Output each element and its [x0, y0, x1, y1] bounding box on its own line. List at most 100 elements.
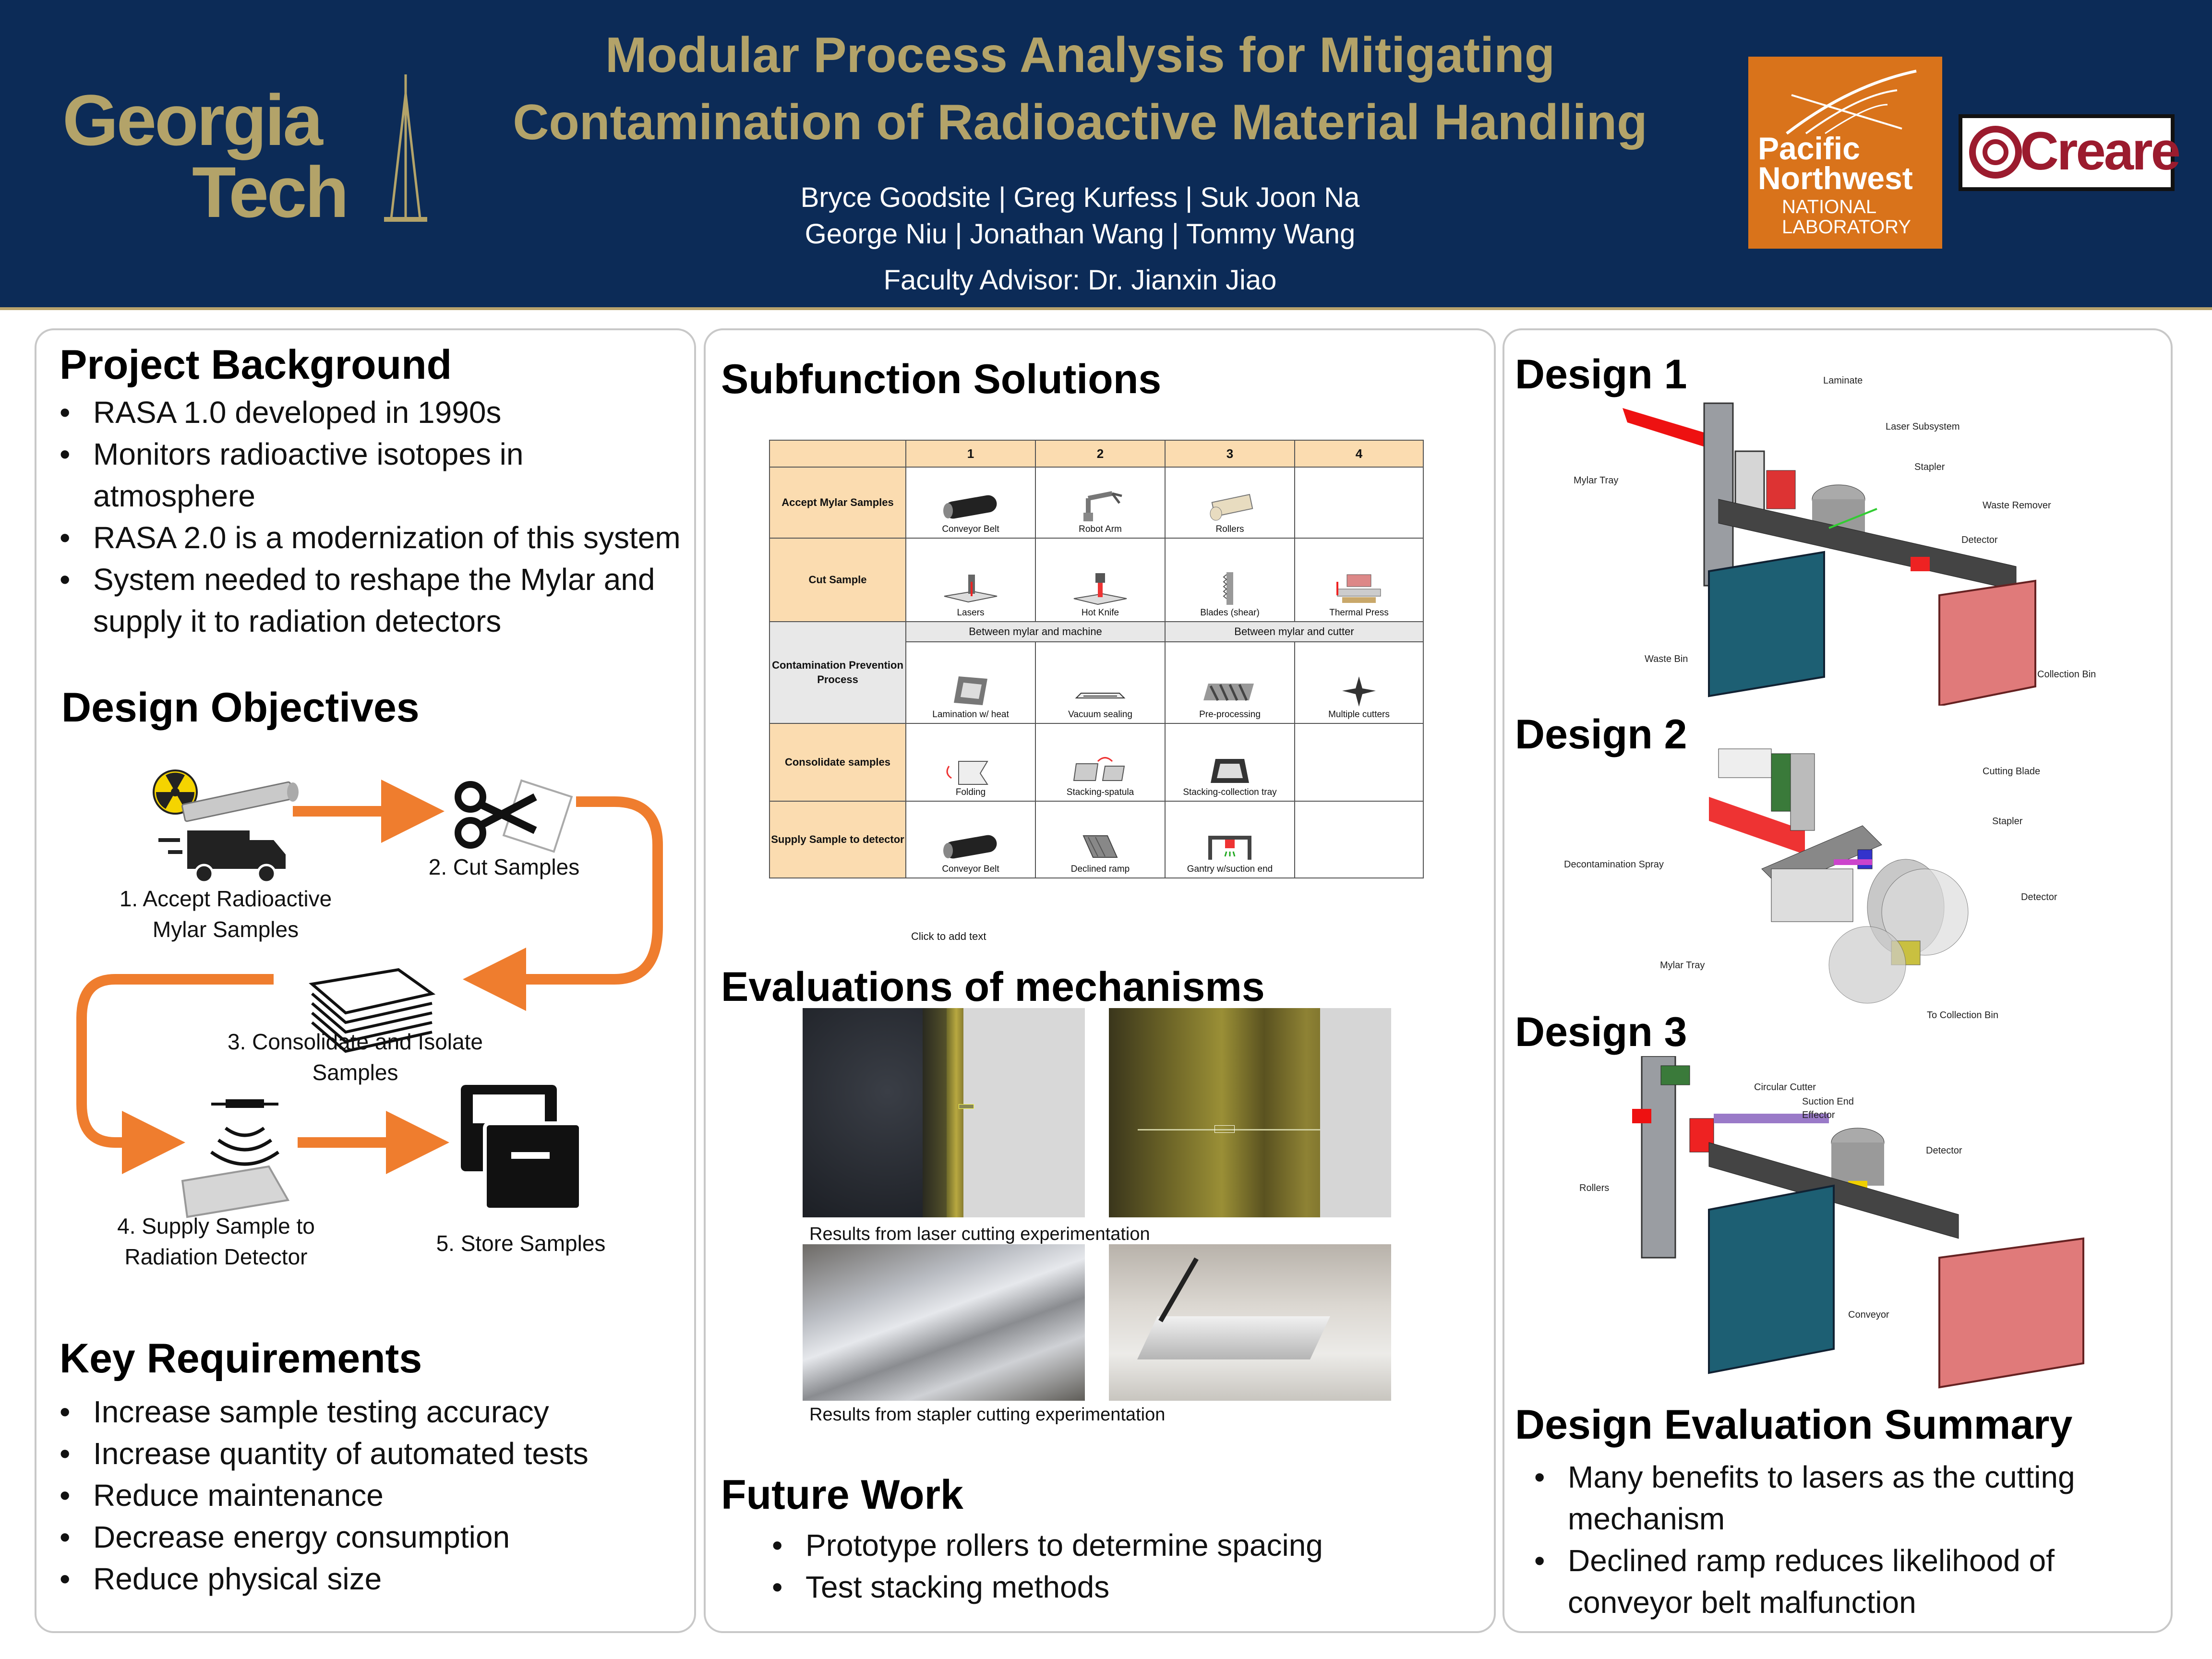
project-background-list: RASA 1.0 developed in 1990s Monitors rad…: [60, 392, 693, 642]
cell-label: Folding: [955, 787, 986, 797]
callout-detector: Detector: [2021, 892, 2057, 902]
folder-storage-icon: [461, 1085, 583, 1212]
table-cell: Thermal Press: [1294, 538, 1424, 622]
table-cell: Multiple cutters: [1294, 641, 1424, 724]
table-cell: Gantry w/suction end: [1165, 801, 1295, 878]
list-item: Reduce maintenance: [60, 1475, 684, 1516]
table-cell: Lasers: [905, 538, 1036, 622]
design-3-cad-render: [1632, 1056, 2084, 1389]
list-item: Monitors radioactive isotopes in atmosph…: [60, 433, 693, 517]
faculty-advisor: Faculty Advisor: Dr. Jianxin Jiao: [883, 264, 1277, 296]
callout-mylar-tray: Mylar Tray: [1660, 960, 1705, 971]
laser-cut-micrograph-1: [803, 1008, 1085, 1217]
table-cell: Vacuum sealing: [1035, 641, 1166, 724]
table-header-row: 1 2 3 4: [769, 440, 1424, 468]
callout-suction-end: Suction End: [1802, 1096, 1854, 1107]
design-objectives-title: Design Objectives: [61, 685, 420, 731]
step-4-label: 4. Supply Sample to Radiation Detector: [117, 1214, 315, 1269]
laser-cut-micrograph-2: [1109, 1008, 1391, 1217]
cell-label: Declined ramp: [1070, 864, 1130, 874]
tech-tower-icon: [384, 74, 427, 222]
table-header-cell: 2: [1035, 440, 1166, 468]
list-item: Reduce physical size: [60, 1558, 684, 1600]
row-label: Supply Sample to detector: [769, 801, 906, 878]
table-cell: [1294, 723, 1424, 802]
table-row: Consolidate samples Folding Stacking-spa…: [769, 723, 1424, 802]
evaluations-title: Evaluations of mechanisms: [721, 964, 1265, 1010]
step-2-label: 2. Cut Samples: [428, 854, 580, 879]
table-cell: Lamination w/ heat: [905, 641, 1036, 724]
mylar-roll-icon: [181, 781, 299, 822]
cell-label: Hot Knife: [1081, 608, 1119, 618]
pnnl-logo-word1: Pacific: [1758, 131, 1860, 166]
radiation-detector-icon: [181, 1099, 290, 1218]
table-row: Supply Sample to detector Conveyor Belt …: [769, 801, 1424, 878]
key-requirements-list: Increase sample testing accuracy Increas…: [60, 1391, 684, 1600]
design-objectives-flow: [76, 769, 663, 1218]
pnnl-logo-word3: NATIONAL: [1782, 196, 1877, 217]
row-label: Cut Sample: [769, 538, 906, 622]
design-evaluation-summary-title: Design Evaluation Summary: [1515, 1402, 2073, 1448]
pre-processing-icon: [1203, 684, 1254, 701]
multiple-cutters-icon: [1342, 676, 1376, 707]
table-cell: Declined ramp: [1035, 801, 1166, 878]
callout-effector: Effector: [1802, 1110, 1835, 1120]
future-work-title: Future Work: [721, 1472, 963, 1518]
authors-line1: Bryce Goodsite | Greg Kurfess | Suk Joon…: [800, 182, 1360, 213]
cell-label: Lasers: [957, 608, 985, 618]
list-item: Decrease energy consumption: [60, 1516, 684, 1558]
table-cell: Pre-processing: [1165, 641, 1295, 724]
table-cell: Rollers: [1165, 467, 1295, 539]
cell-label: [1295, 535, 1423, 538]
hot-knife-icon: [1073, 573, 1127, 605]
pnnl-logo-word4: LABORATORY: [1782, 216, 1911, 238]
design-1-title: Design 1: [1515, 351, 1687, 397]
click-to-add-placeholder[interactable]: Click to add text: [911, 930, 986, 942]
collection-tray-icon: [1211, 759, 1249, 783]
cell-label: Conveyor Belt: [942, 864, 999, 874]
callout-cutting-blade: Cutting Blade: [1983, 766, 2041, 777]
cell-label: Rollers: [1215, 524, 1244, 534]
cell-label: Gantry w/suction end: [1187, 864, 1273, 874]
rollers-icon: [1210, 493, 1253, 521]
table-subheader-cell: Between mylar and cutter: [1165, 621, 1424, 642]
list-item: Increase sample testing accuracy: [60, 1391, 684, 1433]
cell-label: [1295, 875, 1423, 878]
shear-blade-icon: [1223, 572, 1233, 605]
callout-collection-bin: Collection Bin: [2037, 669, 2096, 680]
stapler-cut-photo-2: [1109, 1244, 1391, 1401]
cell-label: Vacuum sealing: [1068, 709, 1132, 720]
table-header-cell: 3: [1165, 440, 1295, 468]
scissors-icon: [455, 779, 573, 853]
poster-title-line2: Contamination of Radioactive Material Ha…: [513, 95, 1647, 150]
callout-rollers: Rollers: [1579, 1183, 1610, 1193]
callout-detector: Detector: [1961, 535, 1998, 545]
laser-caption: Results from laser cutting experimentati…: [809, 1224, 1150, 1244]
list-item: Declined ramp reduces likelihood of conv…: [1534, 1540, 2158, 1623]
cell-label: Thermal Press: [1329, 608, 1389, 618]
table-row: Cut Sample Lasers Hot Knife Blades (shea…: [769, 538, 1424, 622]
row-label: Contamination Prevention Process: [769, 621, 906, 724]
step-5-label: 5. Store Samples: [436, 1231, 606, 1256]
table-cell: Conveyor Belt: [905, 467, 1036, 539]
table-cell: Robot Arm: [1035, 467, 1166, 539]
callout-stapler: Stapler: [1992, 816, 2023, 827]
cell-label: Multiple cutters: [1328, 709, 1390, 720]
paper-stack-icon: [309, 968, 436, 1053]
authors-line2: George Niu | Jonathan Wang | Tommy Wang: [805, 218, 1356, 250]
creare-swirl-icon: [1969, 126, 2022, 179]
subfunction-solutions-table: 1 2 3 4 Accept Mylar Samples Conveyor Be…: [769, 440, 1424, 878]
cell-label: Robot Arm: [1079, 524, 1122, 534]
waste-bin: [1708, 551, 1825, 697]
list-item: Many benefits to lasers as the cutting m…: [1534, 1456, 2158, 1540]
list-item: System needed to reshape the Mylar and s…: [60, 559, 693, 642]
step-1-label: 1. Accept Radioactive Mylar Samples: [119, 886, 332, 942]
design-2-title: Design 2: [1515, 711, 1687, 757]
table-header-cell: 1: [905, 440, 1036, 468]
pnnl-logo: Pacific Northwest NATIONAL LABORATORY: [1748, 57, 1942, 249]
cell-label: Conveyor Belt: [942, 524, 999, 534]
project-background-title: Project Background: [60, 342, 452, 388]
table-cell: Folding: [905, 723, 1036, 802]
pnnl-logo-word2: Northwest: [1758, 160, 1913, 196]
vacuum-seal-icon: [1075, 693, 1126, 698]
